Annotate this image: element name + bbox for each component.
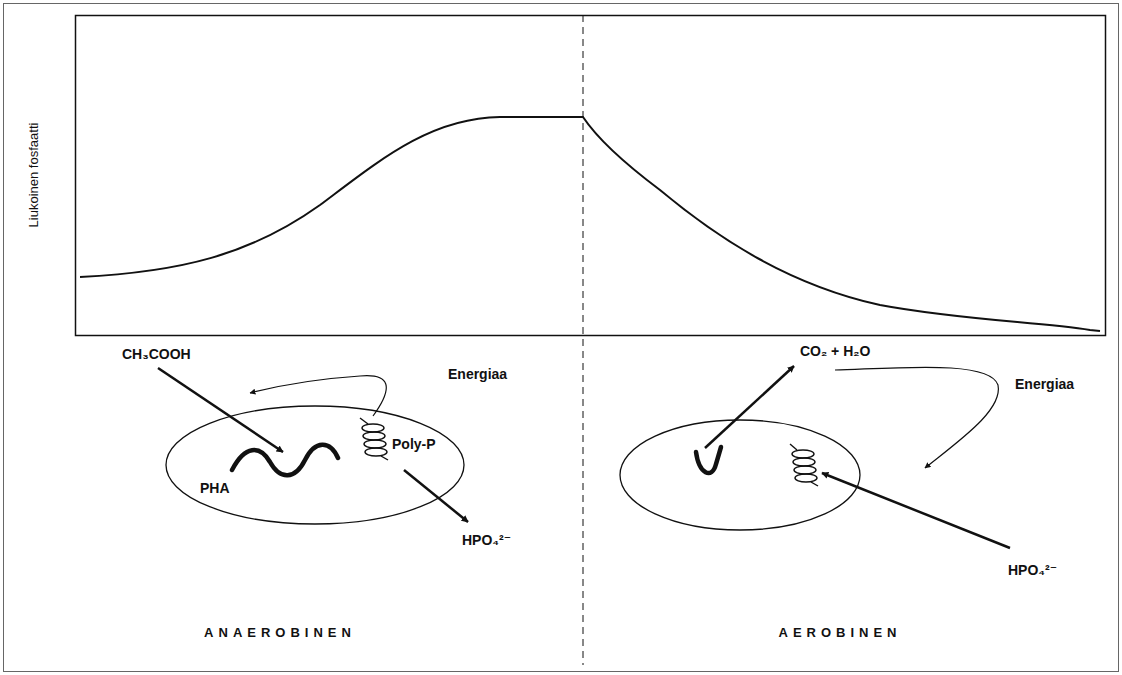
polyp-coil xyxy=(360,418,388,460)
phase-divider xyxy=(583,15,584,665)
pha-granule xyxy=(696,447,721,473)
chemical-formula: CO₂ + H₂O xyxy=(800,343,870,359)
cell-outline: PHA Poly-P xyxy=(165,405,465,525)
cell-border xyxy=(166,406,464,524)
uptake-arrow xyxy=(822,473,1010,548)
energy-arrow xyxy=(835,367,998,468)
energy-label: Energiaa xyxy=(1015,376,1074,392)
pha-granule xyxy=(232,445,338,476)
energy-label: Energiaa xyxy=(448,366,507,382)
oxidation-arrow xyxy=(705,366,794,448)
storage-label: PHA xyxy=(200,480,230,496)
phosphate-curve xyxy=(80,117,1100,331)
chemical-formula: CH₃COOH xyxy=(122,346,191,362)
uptake-arrow xyxy=(158,368,283,452)
cell-shape xyxy=(165,405,465,525)
axis-label: Liukoinen fosfaatti xyxy=(27,123,42,228)
release-arrow xyxy=(404,470,468,522)
chemical-formula: HPO₄²⁻ xyxy=(462,532,511,548)
chemical-formula: HPO₄²⁻ xyxy=(1008,562,1057,578)
outer-frame xyxy=(4,4,1119,672)
storage-label: Poly-P xyxy=(392,436,436,452)
chart-frame xyxy=(76,16,1106,336)
polyp-coil xyxy=(790,444,818,486)
phase-label: AEROBINEN xyxy=(778,626,901,641)
phase-label: ANAEROBINEN xyxy=(204,626,356,641)
